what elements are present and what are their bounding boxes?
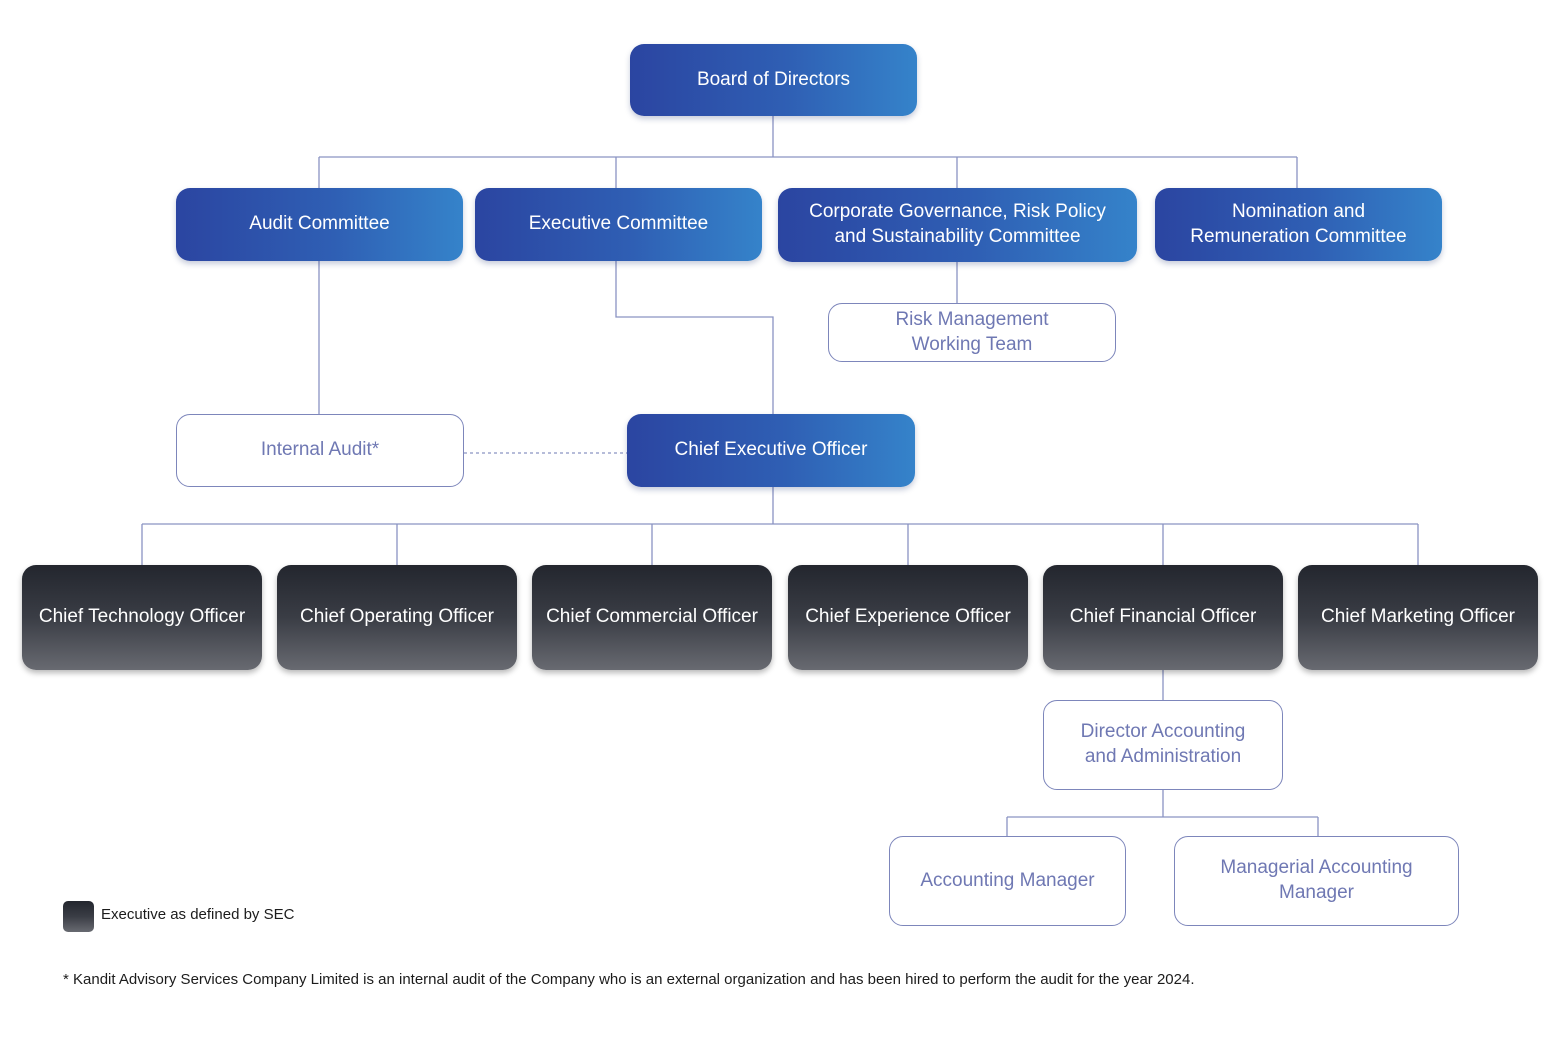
coo-box: Chief Operating Officer — [277, 565, 517, 670]
corporate-governance-committee-box: Corporate Governance, Risk Policy and Su… — [778, 188, 1137, 262]
connector-ceo-chiefs — [141, 487, 1419, 565]
ceo-box: Chief Executive Officer — [627, 414, 915, 487]
cxo-box: Chief Experience Officer — [788, 565, 1028, 670]
legend-label: Executive as defined by SEC — [101, 906, 295, 923]
footnote: * Kandit Advisory Services Company Limit… — [63, 971, 1195, 988]
managerial-accounting-manager-box: Managerial Accounting Manager — [1174, 836, 1459, 926]
cco-box: Chief Commercial Officer — [532, 565, 772, 670]
risk-management-team-box: Risk Management Working Team — [828, 303, 1116, 362]
cto-box: Chief Technology Officer — [22, 565, 262, 670]
connector-board-committees — [318, 116, 1298, 188]
audit-committee-box: Audit Committee — [176, 188, 463, 261]
nomination-remuneration-committee-box: Nomination and Remuneration Committee — [1155, 188, 1442, 261]
legend-swatch — [63, 901, 94, 932]
cmo-box: Chief Marketing Officer — [1298, 565, 1538, 670]
connector-exec-ceo — [615, 261, 774, 414]
board-of-directors-box: Board of Directors — [630, 44, 917, 116]
accounting-manager-box: Accounting Manager — [889, 836, 1126, 926]
director-accounting-box: Director Accounting and Administration — [1043, 700, 1283, 790]
connector-director-managers — [1006, 790, 1319, 836]
executive-committee-box: Executive Committee — [475, 188, 762, 261]
cfo-box: Chief Financial Officer — [1043, 565, 1283, 670]
internal-audit-box: Internal Audit* — [176, 414, 464, 487]
